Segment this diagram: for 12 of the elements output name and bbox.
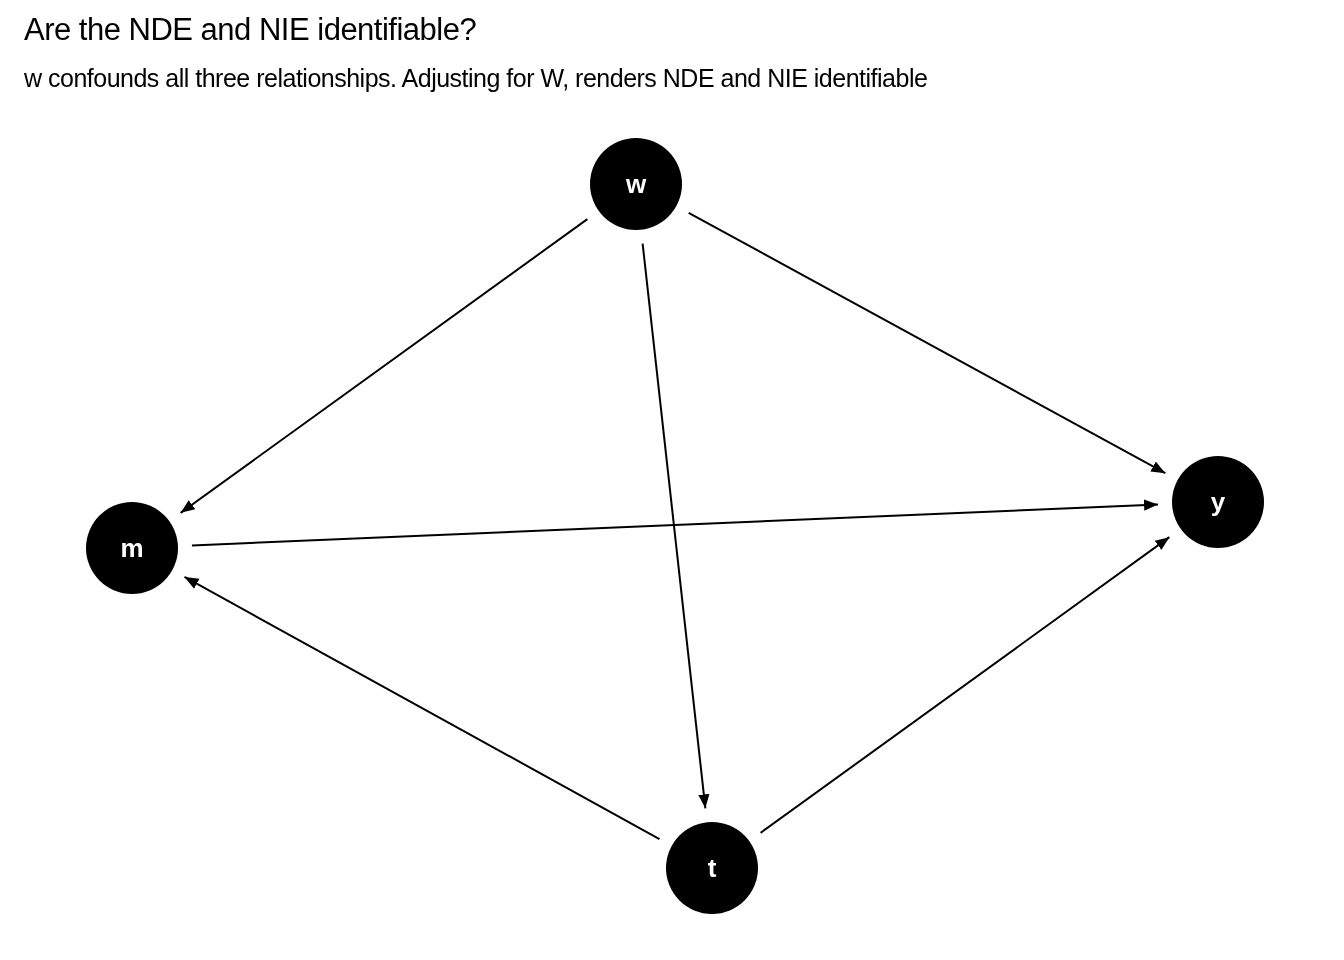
node-label: y <box>1210 486 1226 518</box>
diagram-subtitle: w confounds all three relationships. Adjusting for W, renders NDE and NIE identifiable <box>24 64 928 93</box>
node-label: t <box>707 852 717 884</box>
arrow <box>641 242 710 810</box>
arrow <box>183 576 661 840</box>
node-label: w <box>625 168 647 200</box>
diagram-title: Are the NDE and NIE identifiable? <box>24 12 477 48</box>
arrow <box>759 536 1171 834</box>
arrow <box>190 499 1160 547</box>
node-label: m <box>120 532 144 564</box>
arrow <box>179 218 589 514</box>
arrow <box>687 211 1167 475</box>
